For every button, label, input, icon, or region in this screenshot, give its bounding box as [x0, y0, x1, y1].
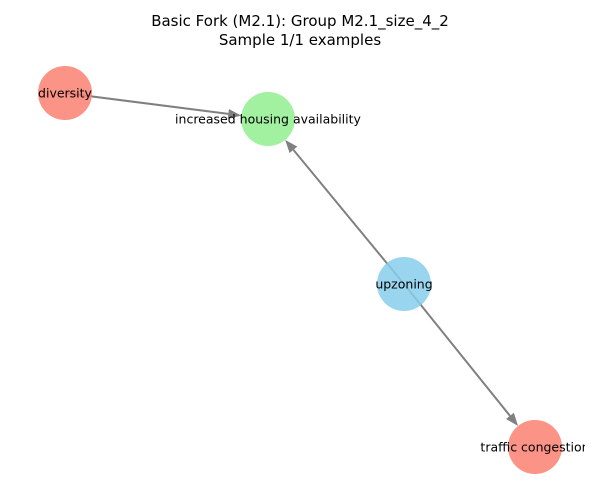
node-label-upzoning: upzoning	[375, 277, 432, 292]
node-circle-increased_housing	[241, 92, 295, 146]
node-label-traffic: traffic congestion	[480, 440, 589, 455]
node-diversity: diversity	[38, 66, 93, 120]
edges-layer	[64, 92, 519, 426]
chart-title-line1: Basic Fork (M2.1): Group M2.1_size_4_2	[151, 12, 449, 30]
chart-title: Basic Fork (M2.1): Group M2.1_size_4_2 S…	[0, 12, 600, 50]
edge-upzoning-to-traffic	[403, 283, 511, 417]
chart-title-line2: Sample 1/1 examples	[218, 31, 382, 49]
node-upzoning: upzoning	[375, 257, 433, 311]
edge-diversity-to-increased_housing	[64, 92, 229, 115]
arrowhead-diversity-to-increased_housing	[227, 108, 242, 119]
arrowhead-upzoning-to-traffic	[506, 412, 519, 426]
node-label-increased_housing: increased housing availability	[175, 112, 361, 127]
node-circle-diversity	[38, 66, 92, 120]
node-circle-traffic	[508, 420, 562, 474]
node-traffic: traffic congestion	[480, 420, 589, 474]
node-increased_housing: increased housing availability	[175, 92, 362, 146]
edge-upzoning-to-increased_housing	[292, 149, 405, 285]
node-circle-upzoning	[377, 257, 431, 311]
arrowhead-upzoning-to-increased_housing	[285, 139, 298, 154]
nodes-layer: upzoning increased housing availability di…	[38, 66, 589, 474]
node-label-diversity: diversity	[38, 86, 93, 101]
